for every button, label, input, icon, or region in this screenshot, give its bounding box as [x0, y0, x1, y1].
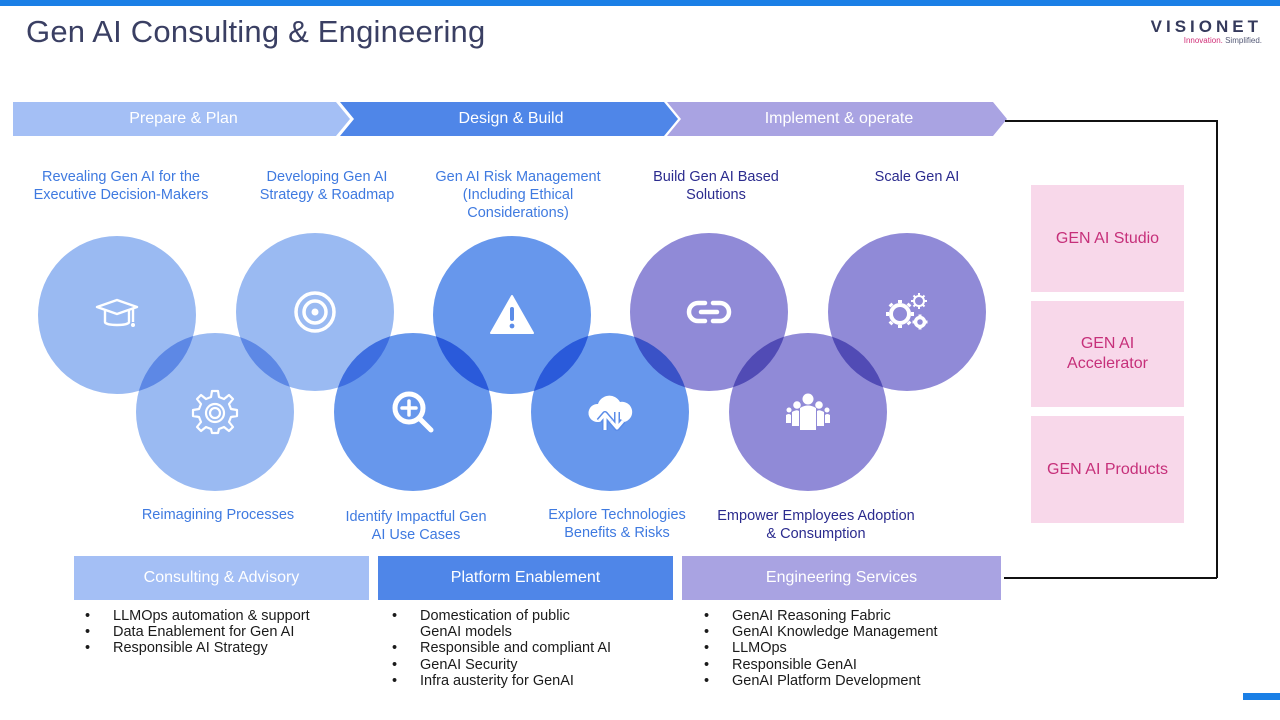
product-gen-ai-products: GEN AI Products — [1031, 416, 1184, 523]
service-title: Consulting & Advisory — [143, 569, 300, 586]
list-item: GenAI Security — [382, 657, 672, 673]
product-label: GEN AI Accelerator — [1067, 335, 1148, 372]
list-item: Responsible GenAI — [694, 657, 994, 673]
step-label-strategy: Developing Gen AI Strategy & Roadmap — [259, 169, 395, 203]
list-item: Responsible and compliant AI — [382, 640, 672, 656]
zoom-in-icon — [392, 391, 434, 433]
product-label: GEN AI Products — [1047, 460, 1168, 478]
service-consulting-advisory: Consulting & Advisory — [74, 556, 369, 600]
consulting-bullet-list: LLMOps automation & support Data Enablem… — [75, 608, 365, 657]
product-gen-ai-accelerator: GEN AI Accelerator — [1031, 301, 1184, 407]
list-item: Domestication of public GenAI models — [382, 608, 610, 640]
logo-tagline-accent: Innovation. — [1183, 36, 1223, 45]
service-title: Platform Enablement — [450, 569, 601, 586]
link-icon — [686, 300, 732, 324]
step-label-risk: Gen AI Risk Management (Including Ethica… — [435, 169, 601, 221]
team-icon — [786, 393, 830, 430]
visionet-logo: VISIONET Innovation. Simplified. — [1150, 18, 1262, 46]
bracket-line-bottom — [1004, 577, 1217, 579]
step-label-explore: Explore Technologies Benefits & Risks — [548, 507, 686, 541]
engineering-bullet-list: GenAI Reasoning Fabric GenAI Knowledge M… — [694, 608, 994, 689]
phase-label: Design & Build — [458, 110, 564, 127]
bracket-line-right — [1216, 120, 1218, 578]
phase-design-build: Design & Build — [340, 102, 678, 136]
phase-label: Prepare & Plan — [129, 110, 238, 127]
step-circle-usecases — [334, 333, 492, 491]
phase-label: Implement & operate — [764, 110, 914, 127]
list-item: Data Enablement for Gen AI — [75, 624, 365, 640]
list-item: Responsible AI Strategy — [75, 640, 365, 656]
bracket-line-top — [1005, 120, 1217, 122]
list-item: GenAI Knowledge Management — [694, 624, 994, 640]
phase-implement-operate: Implement & operate — [667, 102, 1007, 136]
list-item: LLMOps automation & support — [75, 608, 365, 624]
step-circle-reimagining — [136, 333, 294, 491]
step-label-empower: Empower Employees Adoption & Consumption — [717, 508, 915, 542]
platform-bullet-list: Domestication of public GenAI models Res… — [382, 608, 672, 689]
cloud-sync-icon — [588, 395, 633, 431]
step-label-revealing: Revealing Gen AI for the Executive Decis… — [33, 169, 209, 203]
logo-tagline: Innovation. Simplified. — [1150, 36, 1262, 46]
product-gen-ai-studio: GEN AI Studio — [1031, 185, 1184, 292]
list-item: GenAI Reasoning Fabric — [694, 608, 994, 624]
product-label: GEN AI Studio — [1055, 229, 1160, 247]
step-label-usecases: Identify Impactful Gen AI Use Cases — [345, 509, 487, 543]
top-accent-bar — [0, 0, 1280, 6]
service-platform-enablement: Platform Enablement — [378, 556, 673, 600]
list-item: GenAI Platform Development — [694, 673, 994, 689]
logo-tagline-rest: Simplified. — [1222, 36, 1262, 45]
list-item: Infra austerity for GenAI — [382, 673, 672, 689]
service-engineering-services: Engineering Services — [682, 556, 1001, 600]
target-icon — [294, 291, 336, 333]
service-title: Engineering Services — [765, 569, 918, 586]
gear-icon — [191, 389, 239, 435]
step-label-reimagining: Reimagining Processes — [141, 507, 295, 523]
warning-icon — [490, 295, 534, 334]
list-item: LLMOps — [694, 640, 994, 656]
page-title: Gen AI Consulting & Engineering — [26, 14, 486, 49]
step-label-build: Build Gen AI Based Solutions — [653, 169, 779, 203]
step-label-scale: Scale Gen AI — [874, 169, 960, 185]
phase-prepare-plan: Prepare & Plan — [13, 102, 350, 136]
corner-accent-bar — [1243, 693, 1280, 700]
logo-name: VISIONET — [1150, 17, 1262, 36]
gears-icon — [886, 293, 928, 330]
graduation-cap-icon — [95, 298, 139, 327]
